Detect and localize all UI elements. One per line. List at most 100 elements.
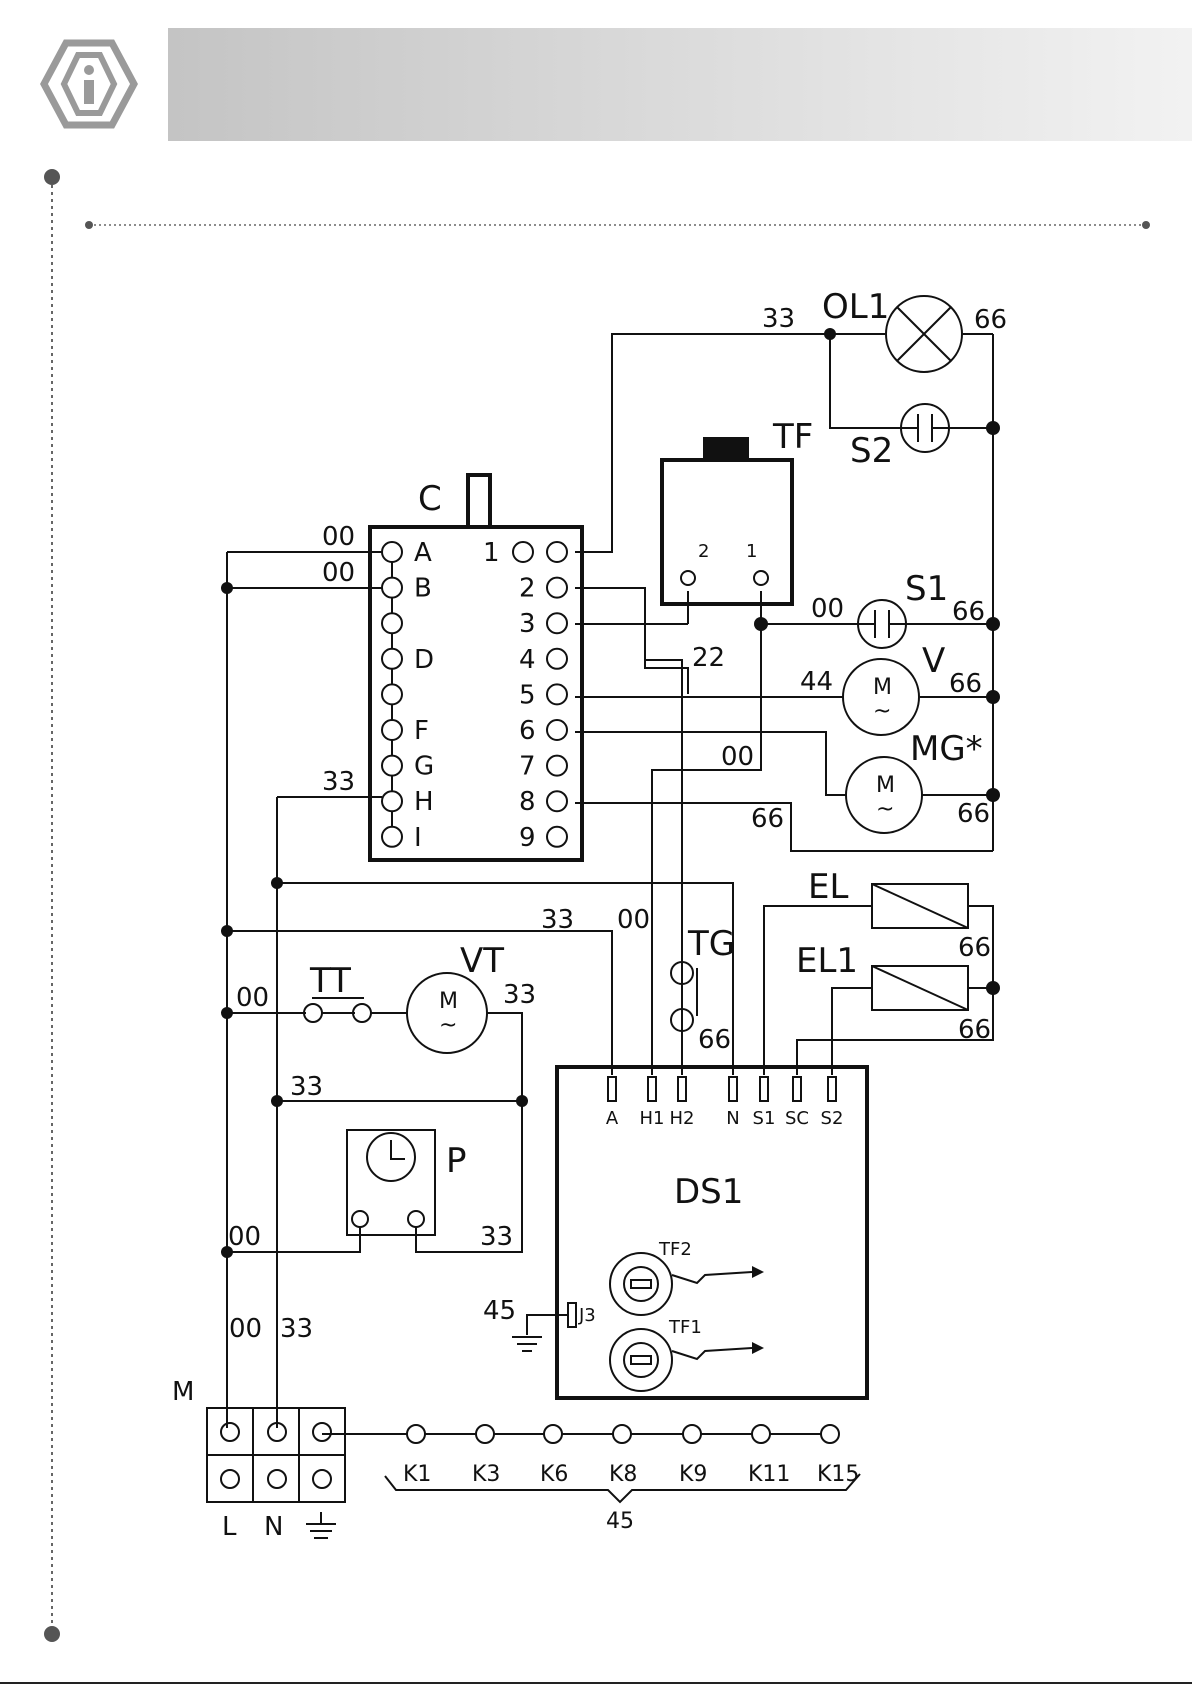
terminal-block-m: M L N (172, 1377, 345, 1542)
wire-label: 66 (698, 1025, 731, 1055)
label-p: P (446, 1141, 467, 1181)
wire-label: 45 (483, 1296, 516, 1326)
svg-text:~: ~ (873, 699, 891, 724)
k-terminal (476, 1425, 494, 1443)
selector-pin (382, 756, 402, 776)
svg-text:~: ~ (876, 797, 894, 822)
selector-pin-label: I (414, 823, 422, 853)
ds1-terminal (828, 1077, 836, 1101)
selector-pin-label: A (414, 538, 432, 568)
header (44, 28, 1192, 141)
label-s1: S1 (905, 569, 948, 609)
wire-label: 33 (503, 980, 536, 1010)
terminal-label-n: N (264, 1512, 283, 1542)
thermostat-tg: TG (671, 924, 735, 1031)
wire-label: 00 (322, 522, 355, 552)
ds1-terminal (678, 1077, 686, 1101)
heater-el1: EL1 (796, 941, 968, 1010)
tf-pin-2: 2 (698, 541, 709, 562)
selector-pin-label: G (414, 752, 434, 782)
label-v: V (922, 641, 945, 681)
selector-pin (382, 613, 402, 633)
selector-pin (382, 578, 402, 598)
selector-pin (382, 542, 402, 562)
wire-label: 66 (957, 799, 990, 829)
k-terminal-label: K11 (748, 1462, 790, 1487)
label-j3: J3 (578, 1305, 596, 1326)
wire-label: 00 (322, 558, 355, 588)
label-mg: MG* (910, 729, 983, 769)
selector-pin (547, 827, 567, 847)
motor-vt: M ~ VT (407, 941, 504, 1053)
k-terminal (821, 1425, 839, 1443)
selector-pin-label: B (414, 574, 432, 604)
wire-label: 00 (236, 983, 269, 1013)
ground-icon (306, 1512, 336, 1538)
selector-pin (547, 649, 567, 669)
ds1-terminal (648, 1077, 656, 1101)
selector-pin-label: F (414, 716, 429, 746)
sensor-tf1: TF1 (610, 1317, 764, 1391)
motor-v: M ~ V (843, 641, 945, 735)
selector-pin-label: 4 (519, 645, 536, 675)
selector-pin-label: 9 (519, 823, 536, 853)
wire-label: 66 (751, 804, 784, 834)
wire-label: 45 (606, 1509, 634, 1534)
selector-pin (382, 720, 402, 740)
wire-label: 66 (952, 597, 985, 627)
wire-label: 44 (800, 667, 833, 697)
motor-mg-symbol: M (876, 773, 895, 798)
label-ds1: DS1 (674, 1172, 743, 1212)
wire-label: 66 (949, 669, 982, 699)
lamp-ol1: OL1 (822, 287, 962, 372)
ds1-terminal-label: H1 (640, 1108, 665, 1129)
k-terminal (613, 1425, 631, 1443)
motor-vt-symbol: M (439, 989, 458, 1014)
k-terminal-label: K9 (679, 1462, 707, 1487)
selector-pin (382, 827, 402, 847)
switch-s1: S1 (858, 569, 948, 648)
wire-label: 33 (762, 304, 795, 334)
k-terminal (544, 1425, 562, 1443)
wire-label: 00 (228, 1222, 261, 1252)
ds1-terminal (729, 1077, 737, 1101)
timer-p: P (347, 1130, 467, 1235)
wire-label: 22 (692, 643, 725, 673)
selector-pin (547, 684, 567, 704)
page-rules (0, 169, 1192, 1683)
label-tf1: TF1 (668, 1317, 702, 1338)
wire-label: 66 (974, 305, 1007, 335)
ds1-terminal-label: SC (785, 1108, 809, 1129)
selector-pin-label: 2 (519, 574, 536, 604)
selector-pin-label: 7 (519, 752, 536, 782)
label-ol1: OL1 (822, 287, 889, 327)
selector-pin-label: 6 (519, 716, 536, 746)
ds1-terminal (793, 1077, 801, 1101)
wire-label: 00 (617, 905, 650, 935)
wire-label: 33 (290, 1072, 323, 1102)
k-terminal-label: K6 (540, 1462, 568, 1487)
wire-label: 00 (721, 742, 754, 772)
wire-label: 66 (958, 1015, 991, 1045)
selector-pin-label: 5 (519, 680, 536, 710)
wire-labels: 00 00 33 33 66 00 66 22 44 66 00 66 66 3… (228, 304, 1007, 1534)
switch-s2: S2 (850, 404, 949, 471)
ds1-terminal (608, 1077, 616, 1101)
k-terminal-label: K3 (472, 1462, 500, 1487)
k-terminal-label: K1 (403, 1462, 431, 1487)
selector-pin (547, 720, 567, 740)
ds1-terminal-label: S1 (753, 1108, 776, 1129)
selector-pin-label: 1 (483, 538, 500, 568)
heater-el: EL (808, 867, 968, 928)
label-tg: TG (687, 924, 735, 964)
selector-pin (547, 613, 567, 633)
wire-label: 33 (280, 1314, 313, 1344)
ds1-terminal-label: A (606, 1108, 619, 1129)
label-m: M (172, 1377, 194, 1407)
motor-v-symbol: M (873, 675, 892, 700)
sensor-tf2: TF2 (610, 1239, 764, 1315)
selector-pin-label: 8 (519, 787, 536, 817)
